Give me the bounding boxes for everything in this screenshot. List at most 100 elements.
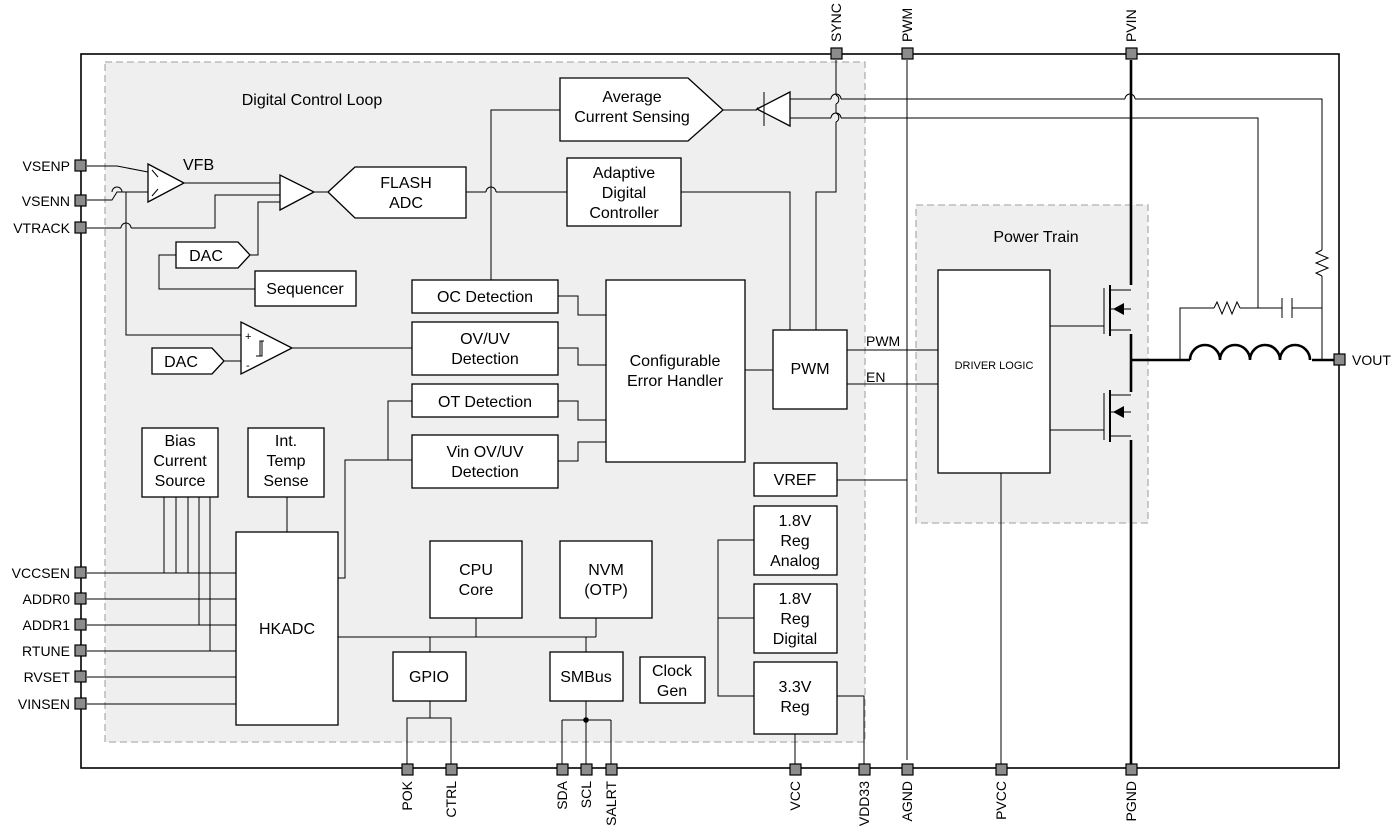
configurable-error-handler-block [605, 279, 746, 463]
reg-33-line2: Reg [780, 699, 809, 716]
sense-resistor [1213, 300, 1241, 316]
reg-33-block [753, 661, 838, 735]
dac-bottom-label: DAC [164, 354, 198, 371]
pwm-block-label: PWM [790, 361, 829, 378]
flash-adc-line2: ADC [389, 195, 423, 212]
ov-uv-detection-line2: Detection [451, 351, 519, 368]
vin-ov-uv-line1: Vin OV/UV [446, 444, 523, 461]
clock-gen-line2: Gen [657, 683, 687, 700]
bottom-pins [401, 763, 1138, 776]
pin-vtrack: VTRACK [13, 220, 70, 236]
error-amplifier [279, 173, 316, 212]
dac-bottom-block [151, 347, 225, 375]
average-current-sensing-block [559, 77, 724, 142]
high-side-mosfet [1103, 285, 1131, 336]
average-current-sensing-line1: Average [602, 89, 661, 106]
vfb-amplifier [147, 162, 186, 204]
current-sense-amplifier [755, 90, 791, 128]
smbus-junction-dot [583, 717, 589, 723]
flash-adc-block [327, 166, 467, 219]
low-side-mosfet [1103, 390, 1131, 442]
pin-vccsen: VCCSEN [12, 565, 70, 581]
reg-digital-block [753, 583, 838, 654]
pin-pwm: PWM [899, 8, 915, 42]
vout-pin [1333, 353, 1346, 366]
reg-analog-block [753, 505, 838, 576]
vref-label: VREF [774, 472, 817, 489]
pin-sda: SDA [554, 780, 570, 809]
dac-top-block [175, 241, 251, 269]
ov-uv-detection-block [411, 321, 559, 376]
pin-scl: SCL [578, 781, 594, 808]
pin-pvin: PVIN [1123, 9, 1139, 42]
pin-addr1: ADDR1 [23, 617, 71, 633]
ot-detection-block [411, 383, 559, 418]
nvm-otp-block [559, 540, 653, 619]
reg-analog-line3: Analog [770, 553, 820, 570]
pin-vcc: VCC [787, 781, 803, 811]
en-signal-label: EN [866, 369, 885, 385]
pin-pok: POK [399, 780, 415, 810]
cpu-line1: CPU [459, 562, 493, 579]
vin-ov-uv-line2: Detection [451, 464, 519, 481]
bias-current-source-block [141, 427, 219, 498]
reg-digital-line1: 1.8V [779, 591, 812, 608]
adaptive-controller-line1: Adaptive [593, 165, 655, 182]
nvm-line1: NVM [588, 562, 624, 579]
bias-line1: Bias [164, 433, 195, 450]
bias-line2: Current [153, 453, 207, 470]
dac-top-label: DAC [189, 248, 223, 265]
gpio-block [392, 651, 467, 702]
power-train-label: Power Train [993, 229, 1078, 246]
reg-digital-line3: Digital [773, 631, 817, 648]
vin-ov-uv-detection-block [411, 434, 559, 489]
ovuv-comparator: + - [240, 320, 294, 376]
pin-vsenn: VSENN [22, 193, 70, 209]
output-inductor [1188, 343, 1312, 361]
temp-line3: Sense [263, 473, 308, 490]
pin-pvcc: PVCC [993, 781, 1009, 820]
vref-block [753, 462, 838, 497]
temp-line1: Int. [275, 433, 297, 450]
pwm-block [772, 329, 848, 410]
reg-analog-line2: Reg [780, 533, 809, 550]
temp-line2: Temp [266, 453, 305, 470]
nvm-line2: (OTP) [584, 582, 628, 599]
driver-logic-block [937, 269, 1051, 474]
ot-detection-label: OT Detection [438, 394, 532, 411]
pin-pgnd: PGND [1123, 781, 1139, 821]
clock-gen-line1: Clock [652, 663, 693, 680]
bias-line3: Source [155, 473, 206, 490]
adaptive-controller-line2: Digital [602, 185, 646, 202]
pin-salrt: SALRT [603, 781, 619, 826]
reg-33-line1: 3.3V [779, 679, 812, 696]
pin-vdd33: VDD33 [856, 781, 872, 826]
reg-digital-line2: Reg [780, 611, 809, 628]
cpu-line2: Core [459, 582, 494, 599]
left-pins [74, 159, 87, 710]
gpio-label: GPIO [409, 669, 449, 686]
hkadc-block [235, 531, 339, 726]
sequencer-block [254, 270, 357, 307]
ov-uv-detection-line1: OV/UV [460, 331, 510, 348]
top-pins [830, 47, 1138, 60]
vfb-label: VFB [183, 157, 214, 174]
smbus-block [549, 651, 624, 702]
error-handler-line1: Configurable [630, 353, 721, 370]
pin-vinsen: VINSEN [18, 696, 70, 712]
adaptive-controller-line3: Controller [589, 205, 659, 222]
pin-rvset: RVSET [24, 669, 71, 685]
cpu-core-block [429, 540, 523, 619]
pin-addr0: ADDR0 [23, 591, 71, 607]
pwm-signal-label: PWM [866, 333, 900, 349]
error-handler-line2: Error Handler [627, 373, 724, 390]
clock-gen-block [639, 656, 706, 704]
hkadc-label: HKADC [259, 621, 315, 638]
smbus-label: SMBus [560, 669, 612, 686]
pin-agnd: AGND [899, 781, 915, 821]
pin-sync: SYNC [828, 3, 844, 42]
oc-detection-block [411, 279, 559, 314]
svg-text:+: + [245, 331, 251, 343]
adaptive-digital-controller-block [566, 157, 682, 227]
